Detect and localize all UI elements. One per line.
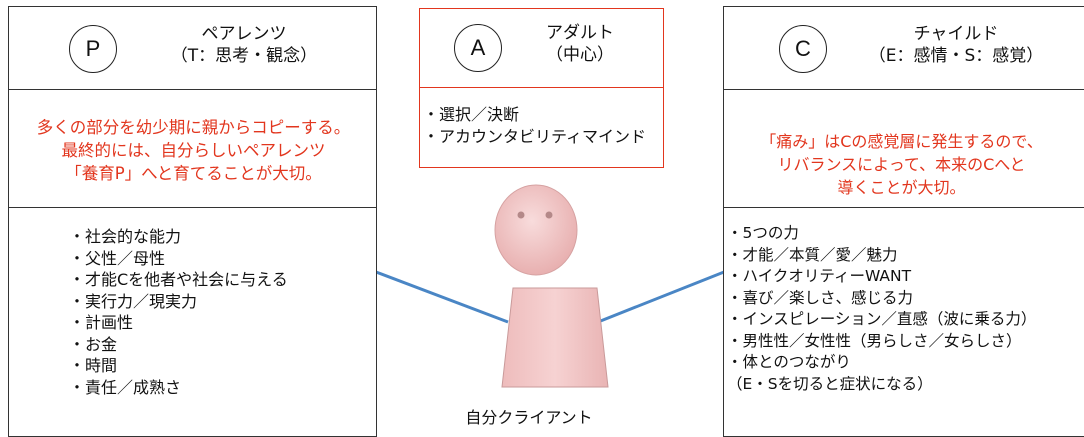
parent-title: ペアレンツ (201, 24, 287, 44)
child-description: 「痛み」はCの感覚層に発生するので、 リバランスによって、本来のCへと 導くこと… (724, 130, 1079, 199)
child-description-line: 「痛み」はCの感覚層に発生するので、 (760, 132, 1043, 151)
list-item: ・社会的な能力 (69, 227, 182, 246)
adult-list-box: ・選択／決断 ・アカウンタビリティマインド (419, 87, 664, 168)
child-description-box: 「痛み」はCの感覚層に発生するので、 リバランスによって、本来のCへと 導くこと… (723, 89, 1084, 208)
list-item: ・才能Cを他者や社会に与える (69, 270, 288, 289)
child-subtitle: （E：感情・S：感覚） (868, 46, 1044, 66)
child-letter: C (795, 36, 811, 61)
adult-title-block: アダルト （中心） (520, 22, 640, 66)
list-item: ・体とのつながり (727, 353, 851, 371)
parent-description: 多くの部分を幼少期に親からコピーする。 最終的には、自分らしいペアレンツ 「養育… (9, 116, 378, 185)
child-items-list: ・5つの力 ・才能／本質／愛／魅力 ・ハイクオリティーWANT ・喜び／楽しさ、… (727, 223, 1036, 395)
parent-letter: P (85, 36, 101, 61)
parent-header-box: P ペアレンツ （T：思考・観念） (8, 6, 377, 90)
parent-subtitle: （T：思考・観念） (170, 46, 318, 66)
child-title: チャイルド (913, 24, 999, 44)
list-item: ・才能／本質／愛／魅力 (727, 245, 898, 264)
client-figure-icon (494, 184, 609, 388)
parent-description-box: 多くの部分を幼少期に親からコピーする。 最終的には、自分らしいペアレンツ 「養育… (8, 89, 377, 208)
list-item: ・5つの力 (727, 224, 799, 242)
list-item: ・アカウンタビリティマインド (423, 127, 647, 146)
child-description-line: 導くことが大切。 (837, 178, 966, 197)
list-item: ・計画性 (69, 313, 134, 332)
list-item: ・インスピレーション／直感（波に乗る力） (727, 310, 1037, 328)
adult-subtitle: （中心） (546, 45, 614, 65)
list-item: ・実行力／現実力 (69, 291, 198, 311)
list-item: ・選択／決断 (423, 105, 520, 124)
child-description-line: リバランスによって、本来のCへと (777, 155, 1026, 174)
list-item: （E・Sを切ると症状になる） (727, 374, 933, 393)
adult-letter: A (470, 35, 486, 60)
child-list-box: ・5つの力 ・才能／本質／愛／魅力 ・ハイクオリティーWANT ・喜び／楽しさ、… (723, 207, 1084, 437)
parent-title-block: ペアレンツ （T：思考・観念） (149, 23, 339, 67)
list-item: ・時間 (69, 356, 118, 375)
figure-label: 自分クライアント (465, 408, 593, 427)
adult-title: アダルト (546, 23, 614, 43)
parent-letter-circle: P (69, 25, 117, 73)
list-item: ・男性性／女性性（男らしさ／女らしさ） (727, 331, 1022, 350)
child-header-box: C チャイルド （E：感情・S：感覚） (723, 6, 1084, 90)
parent-items-list: ・社会的な能力 ・父性／母性 ・才能Cを他者や社会に与える ・実行力／現実力 ・… (69, 226, 288, 398)
list-item: ・お金 (69, 334, 118, 354)
connector-line-right (597, 270, 725, 324)
adult-items-list: ・選択／決断 ・アカウンタビリティマインド (423, 104, 646, 148)
list-item: ・ハイクオリティーWANT (727, 267, 912, 285)
list-item: ・責任／成熟さ (69, 377, 182, 397)
list-item: ・喜び／楽しさ、感じる力 (727, 288, 914, 307)
adult-header-box: A アダルト （中心） (419, 8, 664, 88)
adult-letter-circle: A (454, 24, 502, 72)
list-item: ・父性／母性 (69, 248, 166, 268)
figure-layer (375, 184, 725, 388)
parent-list-box: ・社会的な能力 ・父性／母性 ・才能Cを他者や社会に与える ・実行力／現実力 ・… (8, 207, 377, 437)
parent-description-line: 最終的には、自分らしいペアレンツ (61, 141, 326, 160)
parent-description-line: 「養育P」へと育てることが大切。 (65, 164, 322, 183)
connector-line-left (375, 270, 509, 324)
child-letter-circle: C (779, 25, 827, 73)
child-title-block: チャイルド （E：感情・S：感覚） (856, 23, 1056, 67)
parent-description-line: 多くの部分を幼少期に親からコピーする。 (36, 118, 351, 137)
